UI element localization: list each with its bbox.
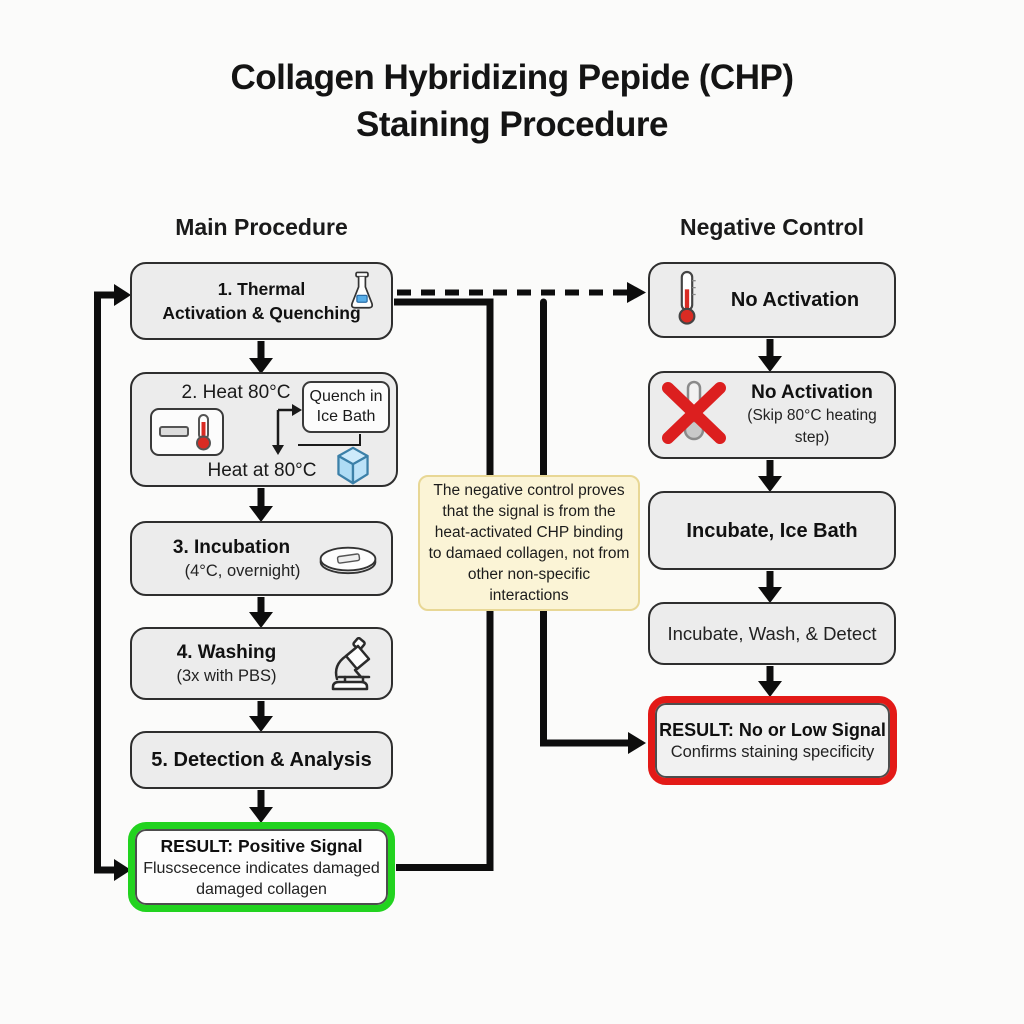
page-title-line2: Staining Procedure (356, 105, 668, 144)
ice-cube-icon (334, 446, 372, 486)
page-title-line1: Collagen Hybridizing Pepide (CHP) (230, 58, 794, 97)
result-negative-box: RESULT: No or Low Signal Confirms staini… (648, 696, 897, 785)
nc-incubate-wash-detect-box: Incubate, Wash, & Detect (648, 602, 896, 665)
main-procedure-heading: Main Procedure (175, 214, 348, 240)
step-incubation-sub: (4°C, overnight) (184, 561, 301, 580)
step-washing-sub: (3x with PBS) (176, 666, 277, 685)
step-heat-quench-box: 2. Heat 80°C Quench in Ice Bath Heat at … (130, 372, 398, 487)
nc-incubate-icebath-title: Incubate, Ice Bath (686, 519, 858, 542)
step-detection-box: 5. Detection & Analysis (130, 731, 393, 789)
nc-no-activation-box: No Activation (648, 262, 896, 338)
step-detection-title: 5. Detection & Analysis (151, 749, 372, 771)
heater-thermometer-icon (150, 408, 224, 456)
result-negative-sub: Confirms staining specificity (670, 742, 875, 761)
quench-sub-box: Quench in Ice Bath (302, 381, 390, 433)
step-incubation-box: 3. Incubation (4°C, overnight) (130, 521, 393, 596)
step-heat-bottom-label: Heat at 80°C (207, 460, 317, 481)
nc-skip-sub: (Skip 80°C heating step) (747, 407, 877, 446)
thermometer-icon (674, 270, 700, 331)
crossed-thermometer-icon (658, 376, 730, 455)
step-washing-title: 4. Washing (176, 641, 277, 663)
step-incubation-title: 3. Incubation (172, 536, 291, 558)
nc-incubate-icebath-box: Incubate, Ice Bath (648, 491, 896, 570)
negative-control-note-text: The negative control proves that the sig… (428, 482, 630, 604)
page-title: Collagen Hybridizing Pepide (CHP) Staini… (0, 54, 1024, 148)
step-thermal-activation-box: 1. Thermal Activation & Quenching (130, 262, 393, 340)
heat-internal-arrows (272, 404, 361, 455)
microscope-icon (325, 636, 377, 700)
negative-control-note: The negative control proves that the sig… (418, 475, 640, 611)
result-positive-title: RESULT: Positive Signal (160, 835, 363, 856)
nc-incubate-wash-detect-title: Incubate, Wash, & Detect (667, 622, 877, 644)
petri-dish-icon (317, 543, 379, 582)
result-positive-line1: Fluscsecence indicates damaged (143, 859, 380, 877)
step-washing-box: 4. Washing (3x with PBS) (130, 627, 393, 700)
step-thermal-line1: 1. Thermal (217, 279, 306, 299)
step-heat-title: 2. Heat 80°C (181, 382, 291, 403)
step-thermal-line2: Activation & Quenching (162, 303, 361, 323)
nc-skip-heating-box: No Activation (Skip 80°C heating step) (648, 371, 896, 459)
negative-control-heading: Negative Control (679, 214, 865, 240)
nc-skip-title: No Activation (751, 382, 873, 403)
result-positive-box: RESULT: Positive Signal Fluscsecence ind… (128, 822, 395, 912)
flask-icon (345, 270, 379, 319)
result-negative-title: RESULT: No or Low Signal (659, 719, 886, 740)
x-mark-icon (662, 381, 726, 444)
result-positive-line2: damaged collagen (196, 880, 327, 898)
nc-no-activation-title: No Activation (730, 289, 860, 311)
